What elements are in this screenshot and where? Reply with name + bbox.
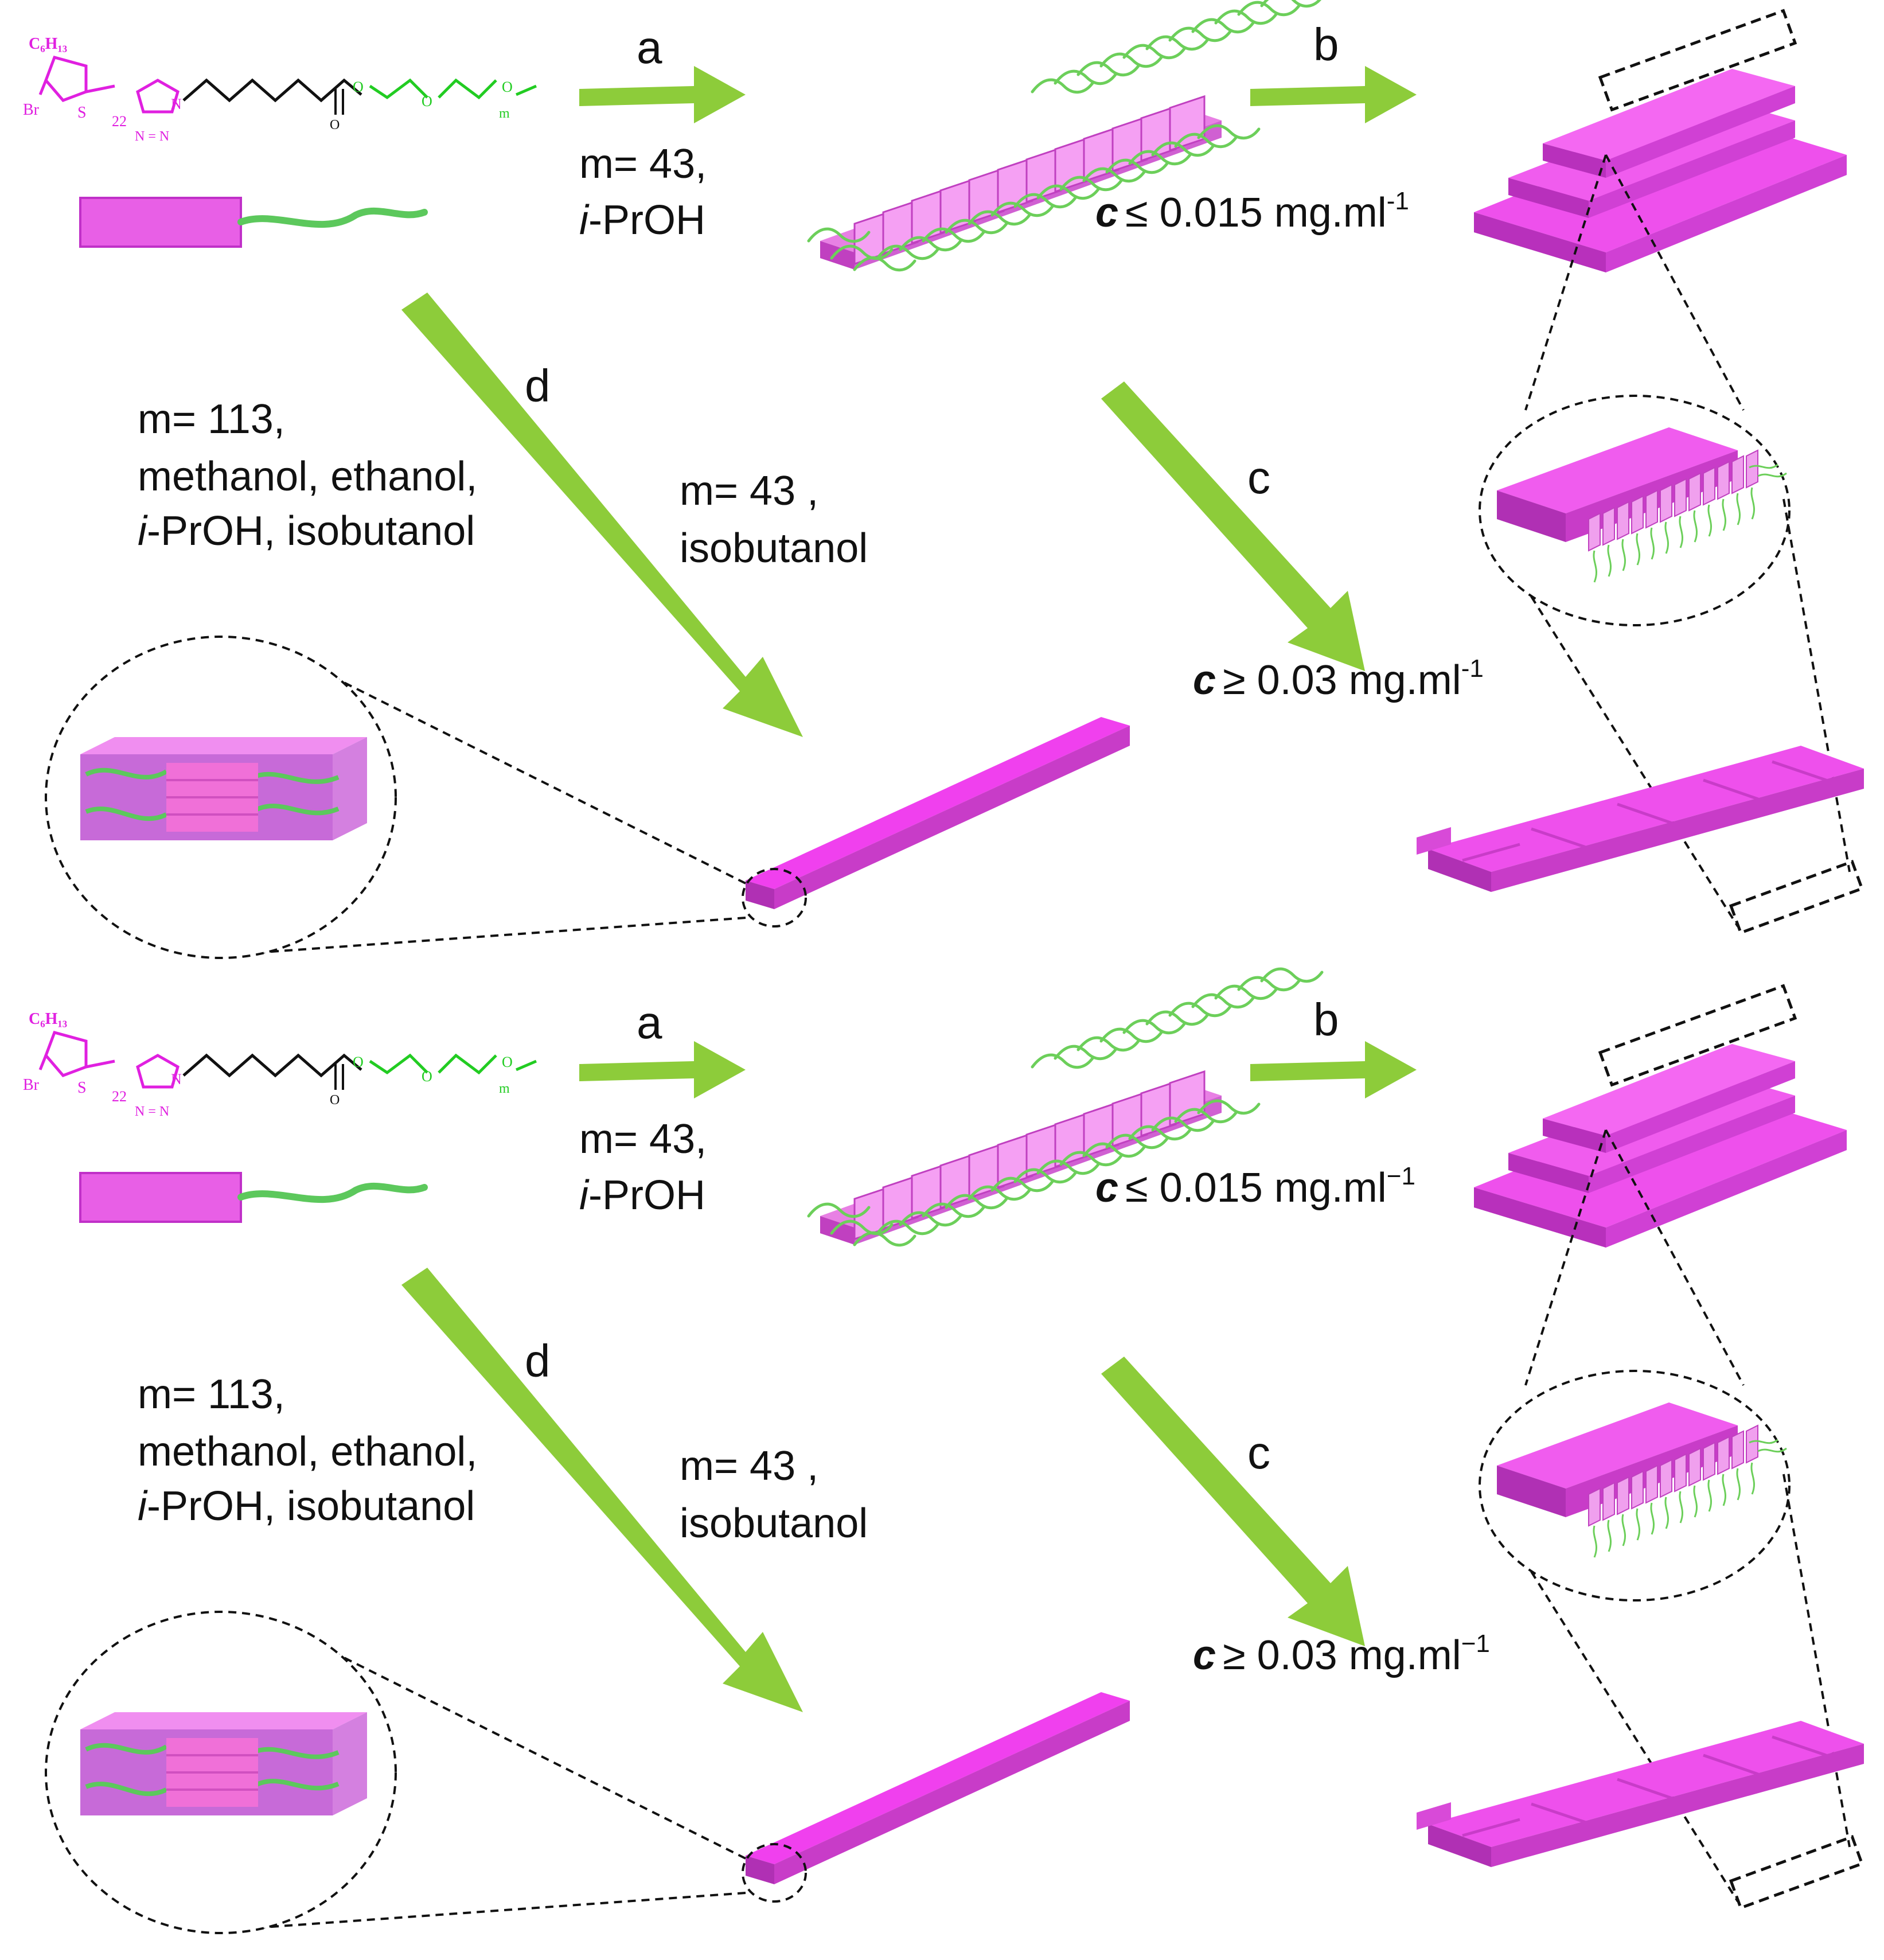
arrow-a xyxy=(579,66,746,123)
zoom-box-plate xyxy=(1729,859,1864,935)
zoom-box-stack xyxy=(1598,984,1797,1087)
chem-br: Br xyxy=(23,101,40,119)
panel-2: C₆H₁₃ Br S 22 N N = N O O O m O a m= 43,… xyxy=(23,969,1864,1934)
cond-a-line1: m= 43, xyxy=(579,1116,707,1162)
cond-d-line1: m= 113, xyxy=(138,396,285,442)
conc-b-sup: −1 xyxy=(1387,1162,1415,1190)
arrow-d xyxy=(401,293,803,737)
segmented-plate xyxy=(1417,746,1864,892)
cond-a-italic: i xyxy=(579,1172,590,1218)
chem-o-end: O xyxy=(502,79,513,95)
chem-nn: N = N xyxy=(135,129,169,144)
conc-c: c≥ 0.03 mg.ml−1 xyxy=(1193,1630,1490,1678)
conc-b-text: ≤ 0.015 mg.ml xyxy=(1125,190,1387,236)
step-d-label: d xyxy=(525,360,551,411)
cond-d-line3: i-PrOH, isobutanol xyxy=(138,508,475,554)
arrow-b xyxy=(1250,1041,1417,1098)
step-c-label: c xyxy=(1247,452,1270,503)
cond-e-line2: isobutanol xyxy=(680,525,868,571)
step-a-label: a xyxy=(637,997,662,1048)
zoom-circle-rod-small xyxy=(742,1843,807,1903)
conc-b-sup: -1 xyxy=(1387,187,1409,215)
chem-o-carbonyl: O xyxy=(330,118,340,133)
chemical-structure: C₆H₁₃ Br S 22 N N = N O O O m O xyxy=(23,1010,537,1119)
chem-c6h13: C₆H₁₃ xyxy=(29,35,67,53)
step-a-label: a xyxy=(637,22,662,73)
conc-b: c≤ 0.015 mg.ml-1 xyxy=(1095,187,1409,236)
long-rod xyxy=(746,1692,1130,1884)
chem-n1: N xyxy=(171,96,182,112)
arrow-a xyxy=(579,1041,746,1098)
long-rod xyxy=(746,717,1130,909)
chem-c6h13: C₆H₁₃ xyxy=(29,1010,67,1028)
chem-s: S xyxy=(77,1079,87,1097)
zoom-box-plate xyxy=(1729,1834,1864,1910)
arrow-c xyxy=(1101,1357,1365,1646)
step-b-label: b xyxy=(1313,19,1339,70)
arrow-b xyxy=(1250,66,1417,123)
cond-a-rest: -PrOH xyxy=(588,1172,705,1218)
cond-a-line1: m= 43, xyxy=(579,141,707,187)
molecule-icon xyxy=(80,1173,424,1222)
zoom-circle-rod-small xyxy=(742,868,807,928)
molecule-icon xyxy=(80,198,424,247)
rod-detail xyxy=(80,1712,367,1815)
cond-a-italic: i xyxy=(579,197,590,243)
conc-b-text: ≤ 0.015 mg.ml xyxy=(1125,1165,1387,1211)
zoom-box-stack xyxy=(1598,9,1797,112)
cond-e-line1: m= 43 , xyxy=(680,468,818,514)
cond-d-line3: i-PrOH, isobutanol xyxy=(138,1483,475,1529)
cond-e-line1: m= 43 , xyxy=(680,1443,818,1489)
chem-s: S xyxy=(77,104,87,122)
chem-o-ester: O xyxy=(353,1054,364,1070)
cond-a-rest: -PrOH xyxy=(588,197,705,243)
chem-m: m xyxy=(499,1081,510,1096)
chem-o-carbonyl: O xyxy=(330,1093,340,1108)
chem-o-ester: O xyxy=(353,79,364,95)
conc-c-text: ≥ 0.03 mg.ml xyxy=(1223,657,1461,703)
conc-c-var: c xyxy=(1193,657,1216,703)
cond-d-italic: i xyxy=(138,1483,148,1529)
cond-d-line2: methanol, ethanol, xyxy=(138,1429,477,1475)
conc-c: c≥ 0.03 mg.ml-1 xyxy=(1193,654,1484,703)
platelet-stack xyxy=(1474,69,1847,272)
cond-e-line2: isobutanol xyxy=(680,1501,868,1546)
panel-1: C₆H₁₃ Br S 22 N N = N O O O m O a m= 43,… xyxy=(23,0,1864,959)
chem-n1: N xyxy=(171,1071,182,1088)
arrow-d xyxy=(401,1268,803,1712)
rod-detail xyxy=(80,737,367,840)
chem-nn: N = N xyxy=(135,1104,169,1119)
conc-c-sup: −1 xyxy=(1461,1630,1490,1658)
chem-br: Br xyxy=(23,1076,40,1094)
conc-c-text: ≥ 0.03 mg.ml xyxy=(1223,1632,1461,1678)
segmented-plate xyxy=(1417,1721,1864,1867)
cond-d-italic: i xyxy=(138,508,148,554)
platelet-stack xyxy=(1474,1044,1847,1248)
step-d-label: d xyxy=(525,1335,551,1386)
conc-b-var: c xyxy=(1095,1165,1118,1211)
chemical-structure: C₆H₁₃ Br S 22 N N = N O O O m O xyxy=(23,35,537,144)
chem-o-end: O xyxy=(502,1054,513,1070)
chem-o-repeat: O xyxy=(422,1068,432,1085)
arrow-c xyxy=(1101,381,1365,671)
chem-o-repeat: O xyxy=(422,93,432,110)
chem-m: m xyxy=(499,106,510,121)
cond-a-line2: i-PrOH xyxy=(579,197,705,243)
conc-b-var: c xyxy=(1095,190,1118,236)
conc-c-sup: -1 xyxy=(1461,654,1484,683)
cond-d-line2: methanol, ethanol, xyxy=(138,454,477,500)
cond-d-rest: -PrOH, isobutanol xyxy=(147,1483,475,1529)
cond-a-line2: i-PrOH xyxy=(579,1172,705,1218)
cond-d-rest: -PrOH, isobutanol xyxy=(147,508,475,554)
chem-22: 22 xyxy=(112,113,127,130)
chem-22: 22 xyxy=(112,1088,127,1105)
cond-d-line1: m= 113, xyxy=(138,1371,285,1417)
conc-c-var: c xyxy=(1193,1632,1216,1678)
step-b-label: b xyxy=(1313,994,1339,1045)
step-c-label: c xyxy=(1247,1427,1270,1478)
conc-b: c≤ 0.015 mg.ml−1 xyxy=(1095,1162,1415,1211)
